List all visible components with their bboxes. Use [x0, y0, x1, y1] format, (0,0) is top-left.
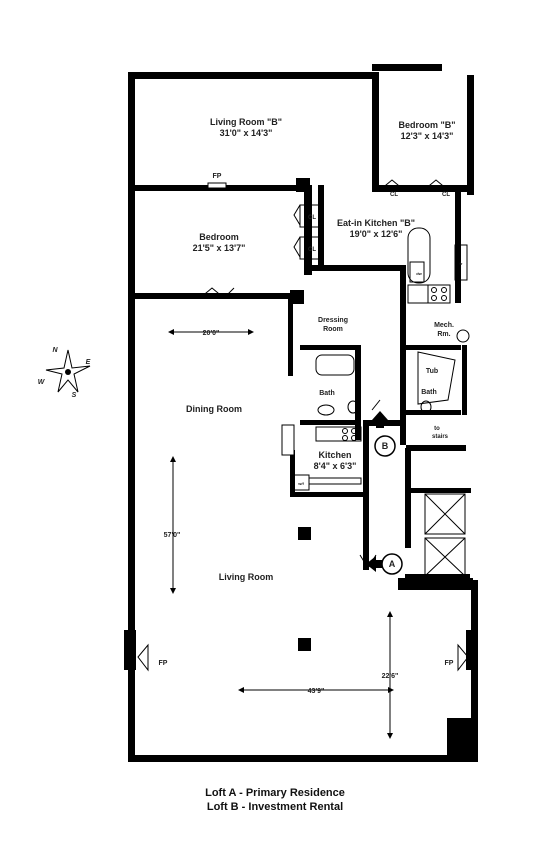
compass-north-label: N	[52, 347, 58, 354]
entry-a-arrow	[366, 556, 382, 572]
depth-right-dimension: 22'6"	[382, 673, 399, 680]
living-room-label: Living Room	[219, 572, 274, 582]
mech-room-label-line2: Rm.	[437, 331, 450, 338]
closet-label: CL	[442, 192, 450, 198]
closet-label: CL	[308, 215, 316, 221]
length-left-dimension: 57'0"	[164, 532, 181, 539]
dimension-labels: 20'0" 57'0" 43'9" 22'6"	[164, 330, 399, 695]
entry-labels: B A	[382, 441, 396, 569]
bath-left-label: Bath	[319, 390, 335, 397]
compass-south-label: S	[72, 392, 77, 399]
width-bottom-dimension: 43'9"	[308, 688, 325, 695]
kitchen-dimensions: 8'4" x 6'3"	[314, 461, 357, 471]
kitchen-label: Kitchen	[318, 450, 351, 460]
fixtures	[137, 179, 470, 672]
closet-labels: CL CL CL CL	[308, 192, 450, 253]
entry-markers	[366, 411, 403, 575]
living-room-b-dimensions: 31'0" x 14'3"	[220, 128, 273, 138]
closet-label: CL	[308, 247, 316, 253]
dressing-room-label-line1: Dressing	[318, 317, 348, 324]
fireplace-label: FP	[445, 660, 454, 667]
compass-west-label: W	[38, 379, 46, 386]
bedroom-label: Bedroom	[199, 232, 239, 242]
closet-label: CL	[390, 192, 398, 198]
caption-loft-b: Loft B - Investment Rental	[206, 801, 344, 813]
bath-right-label: Bath	[421, 389, 437, 396]
plan-caption: Loft A - Primary Residence Loft B - Inve…	[0, 786, 550, 814]
to-stairs-label-line1: to	[434, 426, 440, 432]
tub-label: Tub	[426, 368, 438, 375]
width-top-dimension: 20'0"	[203, 330, 220, 337]
dishwasher-label: dw	[416, 271, 422, 276]
fireplace-label: FP	[159, 660, 168, 667]
fireplace-label: FP	[213, 173, 222, 180]
bedroom-dimensions: 21'5" x 13'7"	[193, 243, 246, 253]
washer-dryer-label: w/f	[297, 481, 304, 486]
compass-labels: N E S W	[38, 347, 91, 399]
bedroom-b-dimensions: 12'3" x 14'3"	[401, 131, 454, 141]
mech-room-label-line1: Mech.	[434, 322, 454, 329]
caption-loft-a: Loft A - Primary Residence	[205, 787, 345, 799]
living-room-b-label: Living Room "B"	[210, 117, 282, 127]
fireplace-labels: FP FP FP	[159, 173, 454, 667]
room-labels: Living Room "B" 31'0" x 14'3" Bedroom "B…	[186, 117, 456, 582]
dining-room-label: Dining Room	[186, 404, 242, 414]
dressing-room-label-line2: Room	[323, 326, 343, 333]
compass-east-label: E	[86, 359, 91, 366]
to-stairs-label-line2: stairs	[432, 434, 449, 440]
floor-plan: Living Room "B" 31'0" x 14'3" Bedroom "B…	[38, 64, 478, 762]
fridge-label: fr	[460, 261, 463, 266]
entry-a-label: A	[389, 559, 396, 569]
eat-in-kitchen-b-label: Eat-in Kitchen "B"	[337, 218, 415, 228]
bedroom-b-label: Bedroom "B"	[398, 120, 455, 130]
appliance-labels: w/f dw fr	[297, 261, 463, 486]
entry-b-label: B	[382, 441, 389, 451]
entry-b-marker	[374, 435, 396, 457]
entry-b-arrow	[372, 411, 388, 428]
dimension-lines	[172, 331, 391, 735]
eat-in-kitchen-b-dimensions: 19'0" x 12'6"	[350, 229, 403, 239]
dimension-arrows	[168, 329, 394, 739]
compass-rose	[45, 349, 91, 393]
